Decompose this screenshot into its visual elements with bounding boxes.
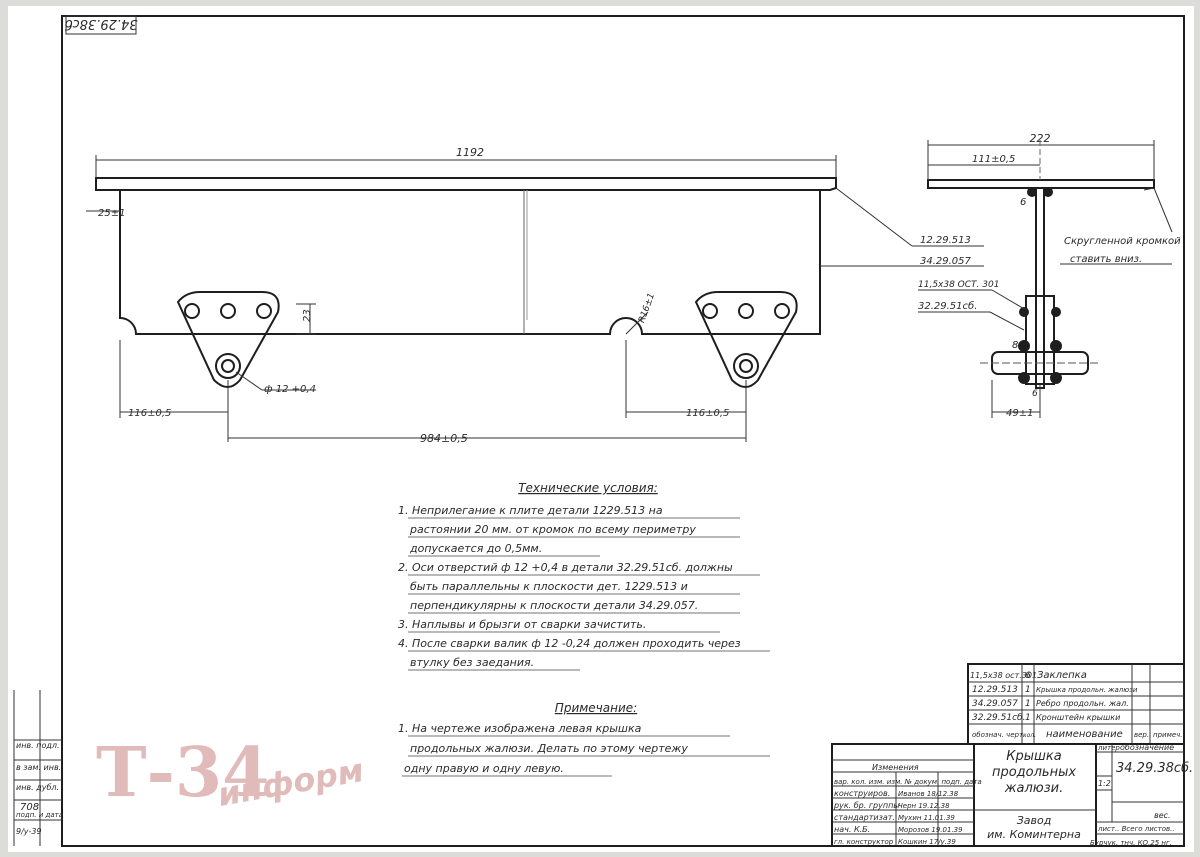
weld-mark-b: 8 (1012, 340, 1018, 351)
note-line-1: 1. На чертеже изображена левая крышка (398, 722, 642, 735)
tech-line-7: 3. Наплывы и брызги от сварки зачистить. (398, 618, 646, 631)
changes-label: Изменения (872, 763, 919, 772)
bom-row-1-code: 11,5х38 ост.301 (970, 671, 1037, 680)
stamp-code-text: 34.29.38сб (64, 16, 137, 31)
bom-head-name: наименование (1046, 729, 1123, 740)
role-5: гл. конструктор (834, 838, 894, 846)
role-4-sign: Морозов 19.01.39 (898, 826, 963, 834)
margin-label-3: инв. дубл. (16, 783, 59, 792)
bom-head-note: примеч. (1153, 731, 1183, 739)
margin-value: 708 (20, 802, 39, 813)
label-letter: литер (1097, 744, 1120, 752)
tech-line-1: 1. Неприлегание к плите детали 1229.513 … (398, 504, 663, 517)
role-1: конструиров. (834, 789, 890, 798)
lug-right (694, 291, 798, 388)
tech-title: Технические условия: (518, 481, 658, 495)
role-3-sign: Мухин 11.01.39 (898, 814, 955, 822)
dim-left-offset: 25±1 (98, 208, 125, 219)
label-weight: вес. (1154, 811, 1171, 820)
dim-side-bottom: 49±1 (1006, 408, 1033, 419)
role-2: рук. бр. группы (833, 801, 900, 810)
lug-left (176, 291, 280, 388)
drawing-number: 34.29.38сб. (1116, 761, 1193, 776)
tech-line-3: допускается до 0,5мм. (409, 542, 542, 555)
plant-line-2: им. Коминтерна (987, 828, 1081, 841)
bom-row-3-name: Ребро продольн. жал. (1036, 699, 1129, 708)
bom-row-4-name: Кронштейн крышки (1036, 713, 1120, 722)
leader-part-4: 32.29.51сб. (918, 300, 977, 312)
dim-lug-spacing: 984±0,5 (420, 432, 468, 445)
role-3: стандартизат. (834, 813, 895, 822)
bom-row-3-code: 34.29.057 (972, 699, 1018, 709)
note-title: Примечание: (555, 701, 637, 715)
tech-line-8: 4. После сварки валик ф 12 -0,24 должен … (398, 637, 741, 650)
changes-header: вар. кол. изм. изм. № докум. подп. дата (834, 778, 982, 786)
label-designation: обозначение (1120, 743, 1174, 752)
bom-head-mat: вер. (1134, 731, 1149, 739)
drawing-frame (61, 15, 1185, 847)
plant-line-1: Завод (1017, 814, 1052, 827)
bom-row-2-name: Крышка продольн. жалюзи (1036, 686, 1138, 694)
tech-line-6: перпендикулярны к плоскости детали 34.29… (410, 599, 698, 612)
dim-lug-left-offset: 116±0,5 (128, 408, 171, 419)
role-4: нач. К.Б. (834, 825, 870, 834)
bom-row-2-qty: 1 (1025, 685, 1031, 695)
bom-row-3-qty: 1 (1025, 699, 1031, 709)
top-plate (95, 177, 837, 191)
dim-overall-length: 1192 (456, 146, 484, 159)
margin-value-2: 9/у-39 (16, 827, 42, 836)
part-name-line-3: жалюзи. (1004, 781, 1063, 796)
sheet-label: лист.. Всего листов.. (1097, 825, 1175, 833)
tech-line-9: втулку без заедания. (410, 656, 534, 669)
dim-lug-right-offset: 116±0,5 (686, 408, 729, 419)
technical-conditions: Технические условия: 1. Неприлегание к п… (398, 481, 770, 671)
sheet-code: Бурчук. тнч. КО.25 нг. (1090, 839, 1172, 847)
paper (8, 6, 1194, 852)
leader-part-1: 12.29.513 (920, 235, 971, 246)
dim-side-half: 111±0,5 (972, 154, 1015, 165)
watermark-big-text: Т-34 (96, 733, 269, 813)
bom-head-qty: кол. (1023, 732, 1036, 739)
role-2-sign: Черн 19.12.38 (898, 802, 950, 810)
bom-row-4-qty: 1 (1025, 713, 1031, 723)
bom-row-1-name: Заклепка (1037, 670, 1087, 681)
note-line-2: продольных жалюзи. Делать по этому черте… (410, 742, 688, 755)
dim-hole-diameter: ф 12 +0,4 (264, 384, 316, 395)
weld-mark-a: 6 (1020, 197, 1026, 208)
bom-row-4-code: 32.29.51сб. (972, 713, 1025, 723)
left-margin-stamp: инв. подл. в зам. инв. инв. дубл. 708 по… (13, 690, 63, 846)
part-name-line-1: Крышка (1006, 749, 1061, 764)
margin-label-2: в зам. инв. (16, 763, 61, 772)
scale-value: 1:2 (1098, 779, 1111, 788)
weld-mark-c: 6 (1032, 389, 1038, 399)
dim-side-width: 222 (1030, 132, 1051, 145)
leader-part-3: 11,5х38 ОСТ. 301 (918, 280, 999, 290)
web-plate (119, 190, 821, 335)
bom-row-2-code: 12.29.513 (972, 685, 1018, 695)
note-line-3: одну правую и одну левую. (404, 762, 564, 775)
edge-note-line-1: Скругленной кромкой (1064, 236, 1181, 247)
drawing-code-stamp: 34.29.38сб (64, 15, 138, 35)
leader-part-2: 34.29.057 (920, 256, 972, 267)
edge-note-line-2: ставить вниз. (1070, 254, 1142, 265)
bom-row-1-qty: 6 (1025, 671, 1031, 681)
bom-head-code: обознач. черт. (972, 731, 1025, 739)
title-block: вар. кол. изм. изм. № докум. подп. дата … (831, 743, 1193, 847)
part-name-line-2: продольных (992, 765, 1076, 780)
role-5-sign: Кошкин 17/у.39 (898, 838, 956, 846)
tech-line-5: быть параллельны к плоскости дет. 1229.5… (410, 580, 688, 593)
front-view: 1192 25±1 23 R16±1 ф 12 +0,4 116±0,5 116… (86, 146, 984, 445)
role-1-sign: Иванов 18/12.38 (898, 790, 959, 798)
tech-line-4: 2. Оси отверстий ф 12 +0,4 в детали 32.2… (398, 561, 733, 574)
dim-lug-height: 23 (302, 309, 313, 322)
tech-line-2: растоянии 20 мм. от кромок по всему пери… (409, 523, 696, 536)
margin-label-4: подп. и дата (16, 811, 63, 819)
side-view: 222 111±0,5 6 8 6 49±1 11,5х38 ОСТ. 301 (918, 132, 1181, 419)
note-block: Примечание: 1. На чертеже изображена лев… (398, 701, 770, 777)
margin-label-1: инв. подл. (16, 741, 60, 750)
bill-of-materials: 11,5х38 ост.301 6 Заклепка 12.29.513 1 К… (967, 663, 1185, 745)
